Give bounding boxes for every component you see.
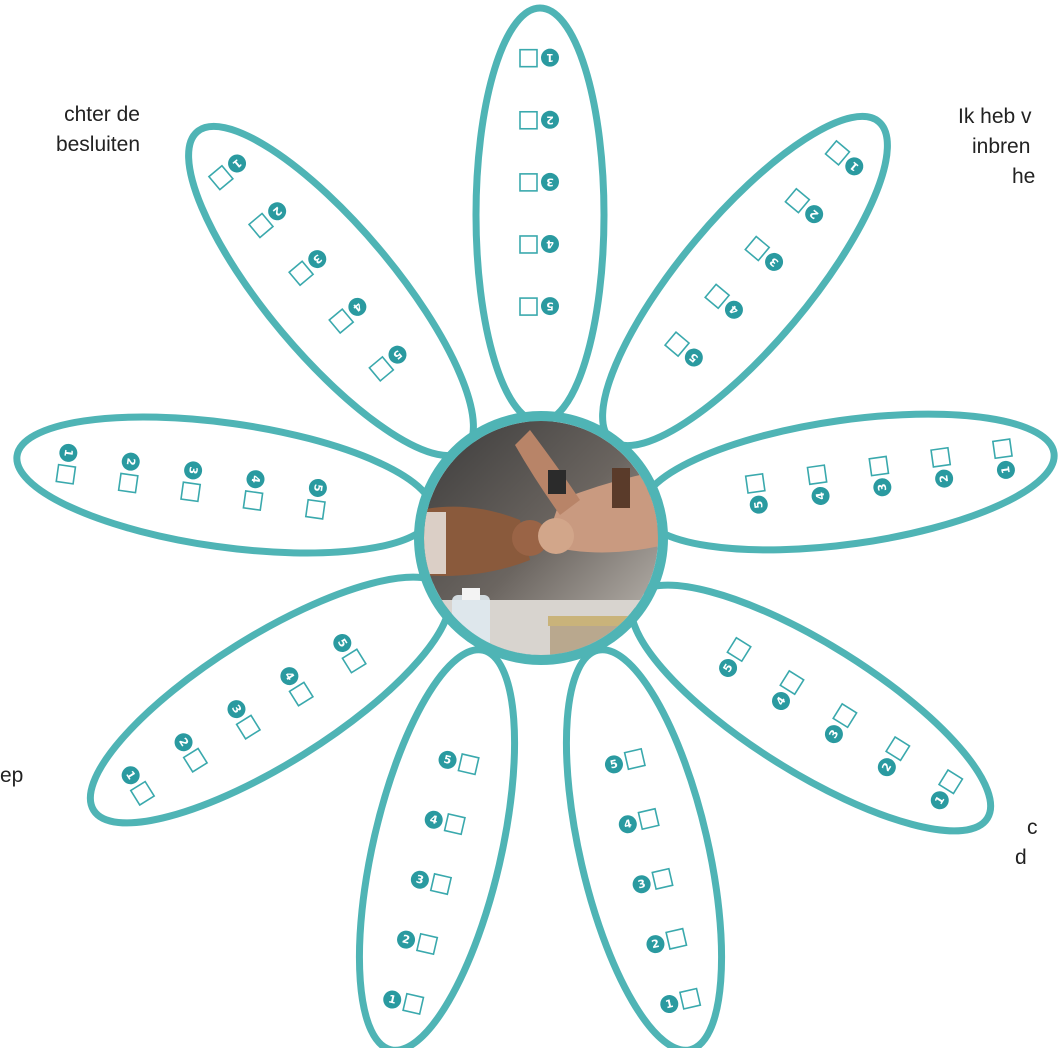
checkbox[interactable] [652, 869, 672, 889]
number-label: 3 [546, 175, 554, 188]
checkbox[interactable] [638, 809, 658, 829]
checkbox[interactable] [306, 500, 325, 519]
petal-0: 1 2 3 4 5 [476, 8, 604, 422]
label-top-right-line2: inbren [958, 132, 1058, 162]
petal-outline [476, 8, 604, 422]
checkbox[interactable] [520, 236, 537, 253]
label-right-line1: c [1027, 813, 1058, 843]
label-top-left-line2: besluiten [0, 130, 140, 160]
checkbox[interactable] [807, 465, 826, 484]
number-label: 5 [546, 300, 554, 313]
number-label: 4 [546, 237, 554, 250]
checkbox[interactable] [520, 174, 537, 191]
label-right: c d [1027, 813, 1058, 873]
checkbox[interactable] [403, 994, 423, 1014]
center-photo [419, 416, 664, 665]
label-top-left-line1: chter de [0, 100, 140, 130]
label-top-right: Ik heb v inbren he [958, 102, 1058, 192]
label-left-line1: ep [0, 761, 23, 791]
checkbox[interactable] [445, 814, 465, 834]
label-top-right-line1: Ik heb v [958, 102, 1058, 132]
number-label: 1 [546, 51, 554, 64]
checkbox[interactable] [431, 874, 451, 894]
checkbox[interactable] [869, 456, 888, 475]
checkbox[interactable] [119, 473, 138, 492]
label-top-left: chter de besluiten [0, 100, 140, 160]
checkbox[interactable] [746, 474, 765, 493]
checkbox[interactable] [993, 439, 1012, 458]
checkbox[interactable] [666, 929, 686, 949]
checkbox[interactable] [680, 989, 700, 1009]
label-left: ep [0, 761, 23, 791]
number-label: 2 [546, 113, 554, 126]
checkbox[interactable] [931, 448, 950, 467]
checkbox[interactable] [520, 50, 537, 67]
checkbox[interactable] [520, 112, 537, 129]
checkbox[interactable] [458, 754, 478, 774]
checkbox[interactable] [625, 749, 645, 769]
checkbox[interactable] [181, 482, 200, 501]
checkbox[interactable] [417, 934, 437, 954]
checkbox[interactable] [243, 491, 262, 510]
checkbox[interactable] [520, 298, 537, 315]
label-top-right-line3: he [958, 162, 1058, 192]
label-right-line2: d [1015, 843, 1058, 873]
checkbox[interactable] [56, 465, 75, 484]
